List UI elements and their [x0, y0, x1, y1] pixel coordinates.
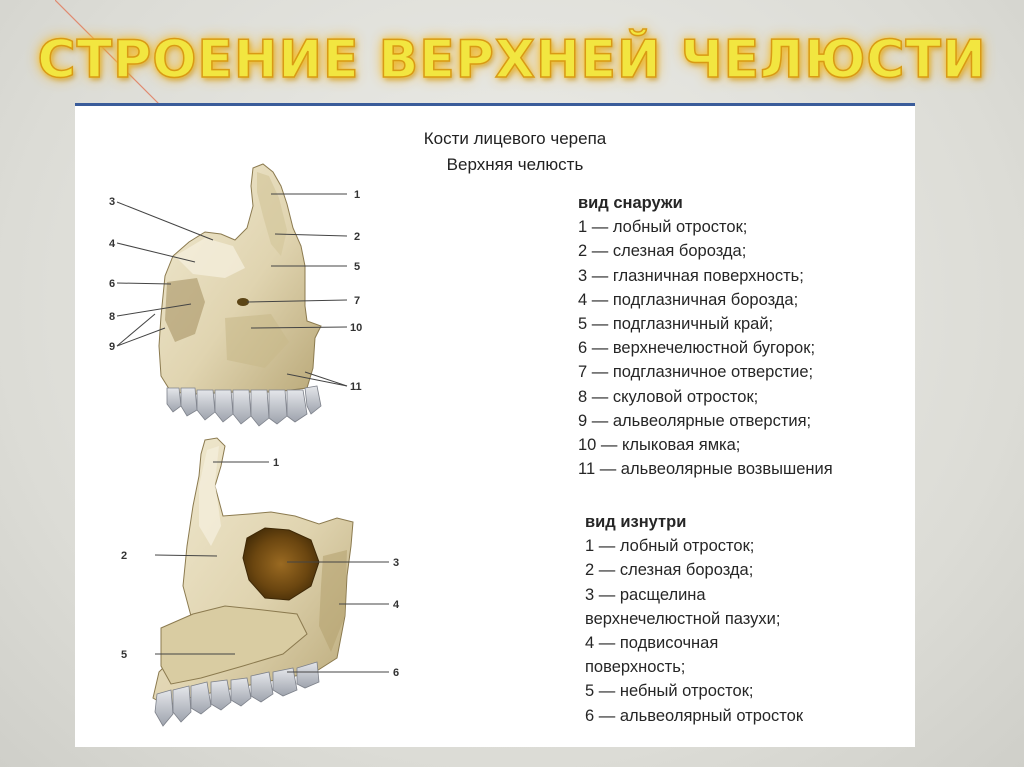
inner-legend-item: 5 — небный отросток; — [585, 682, 754, 701]
caption-line-1: Кости лицевого черепа — [423, 129, 607, 148]
maxilla-inner-view: 1 2 3 4 5 6 — [121, 437, 400, 727]
outer-legend-item: 3 — глазничная поверхность; — [578, 266, 804, 285]
frontal-process-inner-shade — [199, 446, 221, 546]
outer-label-10: 10 — [350, 322, 362, 334]
inner-view-heading: вид изнутри — [585, 513, 687, 531]
outer-legend-item: 1 — лобный отросток; — [578, 218, 748, 237]
outer-label-2: 2 — [354, 231, 360, 243]
orbital-surface-shade — [175, 238, 245, 278]
caption-line-2: Верхняя челюсть — [446, 155, 584, 174]
outer-legend-item: 6 — верхнечелюстной бугорок; — [578, 339, 816, 358]
outer-label-5: 5 — [354, 261, 360, 273]
outer-label-3: 3 — [109, 196, 115, 208]
inner-label-4: 4 — [393, 599, 400, 611]
decorative-line — [55, 0, 161, 106]
figure-caption: Кости лицевого черепа Верхняя челюсть — [75, 126, 955, 178]
infraorbital-foramen — [237, 298, 249, 306]
outer-legend-item: 9 — альвеолярные отверстия; — [578, 411, 812, 430]
inner-label-1: 1 — [273, 457, 279, 469]
frontal-process-shade — [257, 172, 287, 256]
inner-label-5: 5 — [121, 649, 127, 661]
outer-view-heading: вид снаружи — [578, 194, 683, 212]
outer-view-legend: вид снаружи 1 — лобный отросток; 2 — сле… — [578, 191, 833, 481]
inner-legend-item: 2 — слезная борозда; — [585, 561, 754, 580]
outer-label-9: 9 — [109, 341, 115, 353]
inner-legend-item: 4 — подвисочная — [585, 634, 719, 653]
inner-legend-item: поверхность; — [585, 658, 686, 677]
inner-legend-item: 6 — альвеолярный отросток — [585, 706, 804, 725]
outer-label-8: 8 — [109, 311, 115, 323]
inner-label-6: 6 — [393, 667, 399, 679]
outer-legend-item: 11 — альвеолярные возвышения — [578, 460, 833, 479]
outer-legend-item: 5 — подглазничный край; — [578, 315, 774, 334]
maxilla-illustrations: 1 2 3 4 5 6 7 8 9 10 11 — [109, 163, 400, 727]
slide-title: СТРОЕНИЕ ВЕРХНЕЙ ЧЕЛЮСТИ — [37, 29, 987, 91]
outer-label-11: 11 — [350, 381, 362, 393]
palatine-process — [160, 605, 308, 685]
inner-legend-item: верхнечелюстной пазухи; — [585, 609, 781, 628]
outer-legend-item: 2 — слезная борозда; — [578, 242, 747, 261]
maxilla-outer-view: 1 2 3 4 5 6 7 8 9 10 11 — [109, 163, 362, 427]
inner-teeth — [154, 661, 320, 727]
inner-label-2: 2 — [121, 550, 127, 562]
outer-teeth — [166, 385, 322, 427]
content-panel: Кости лицевого черепа Верхняя челюсть — [75, 103, 915, 747]
outer-label-7: 7 — [354, 295, 360, 307]
infratemporal-surface-shade — [319, 550, 347, 652]
outer-legend-item: 10 — клыковая ямка; — [578, 436, 741, 455]
zygomatic-process-shade — [165, 278, 205, 342]
outer-legend-item: 4 — подглазничная борозда; — [578, 290, 799, 309]
maxillary-sinus-hiatus — [242, 527, 320, 601]
inner-view-legend: вид изнутри 1 — лобный отросток; 2 — сле… — [585, 510, 803, 728]
outer-label-4: 4 — [109, 238, 116, 250]
inner-legend-item: 3 — расщелина — [585, 585, 706, 604]
outer-legend-item: 8 — скуловой отросток; — [578, 387, 759, 406]
outer-label-6: 6 — [109, 278, 115, 290]
inner-label-3: 3 — [393, 557, 399, 569]
inner-legend-item: 1 — лобный отросток; — [585, 537, 755, 556]
outer-label-1: 1 — [354, 189, 360, 201]
outer-legend-item: 7 — подглазничное отверстие; — [578, 363, 814, 382]
